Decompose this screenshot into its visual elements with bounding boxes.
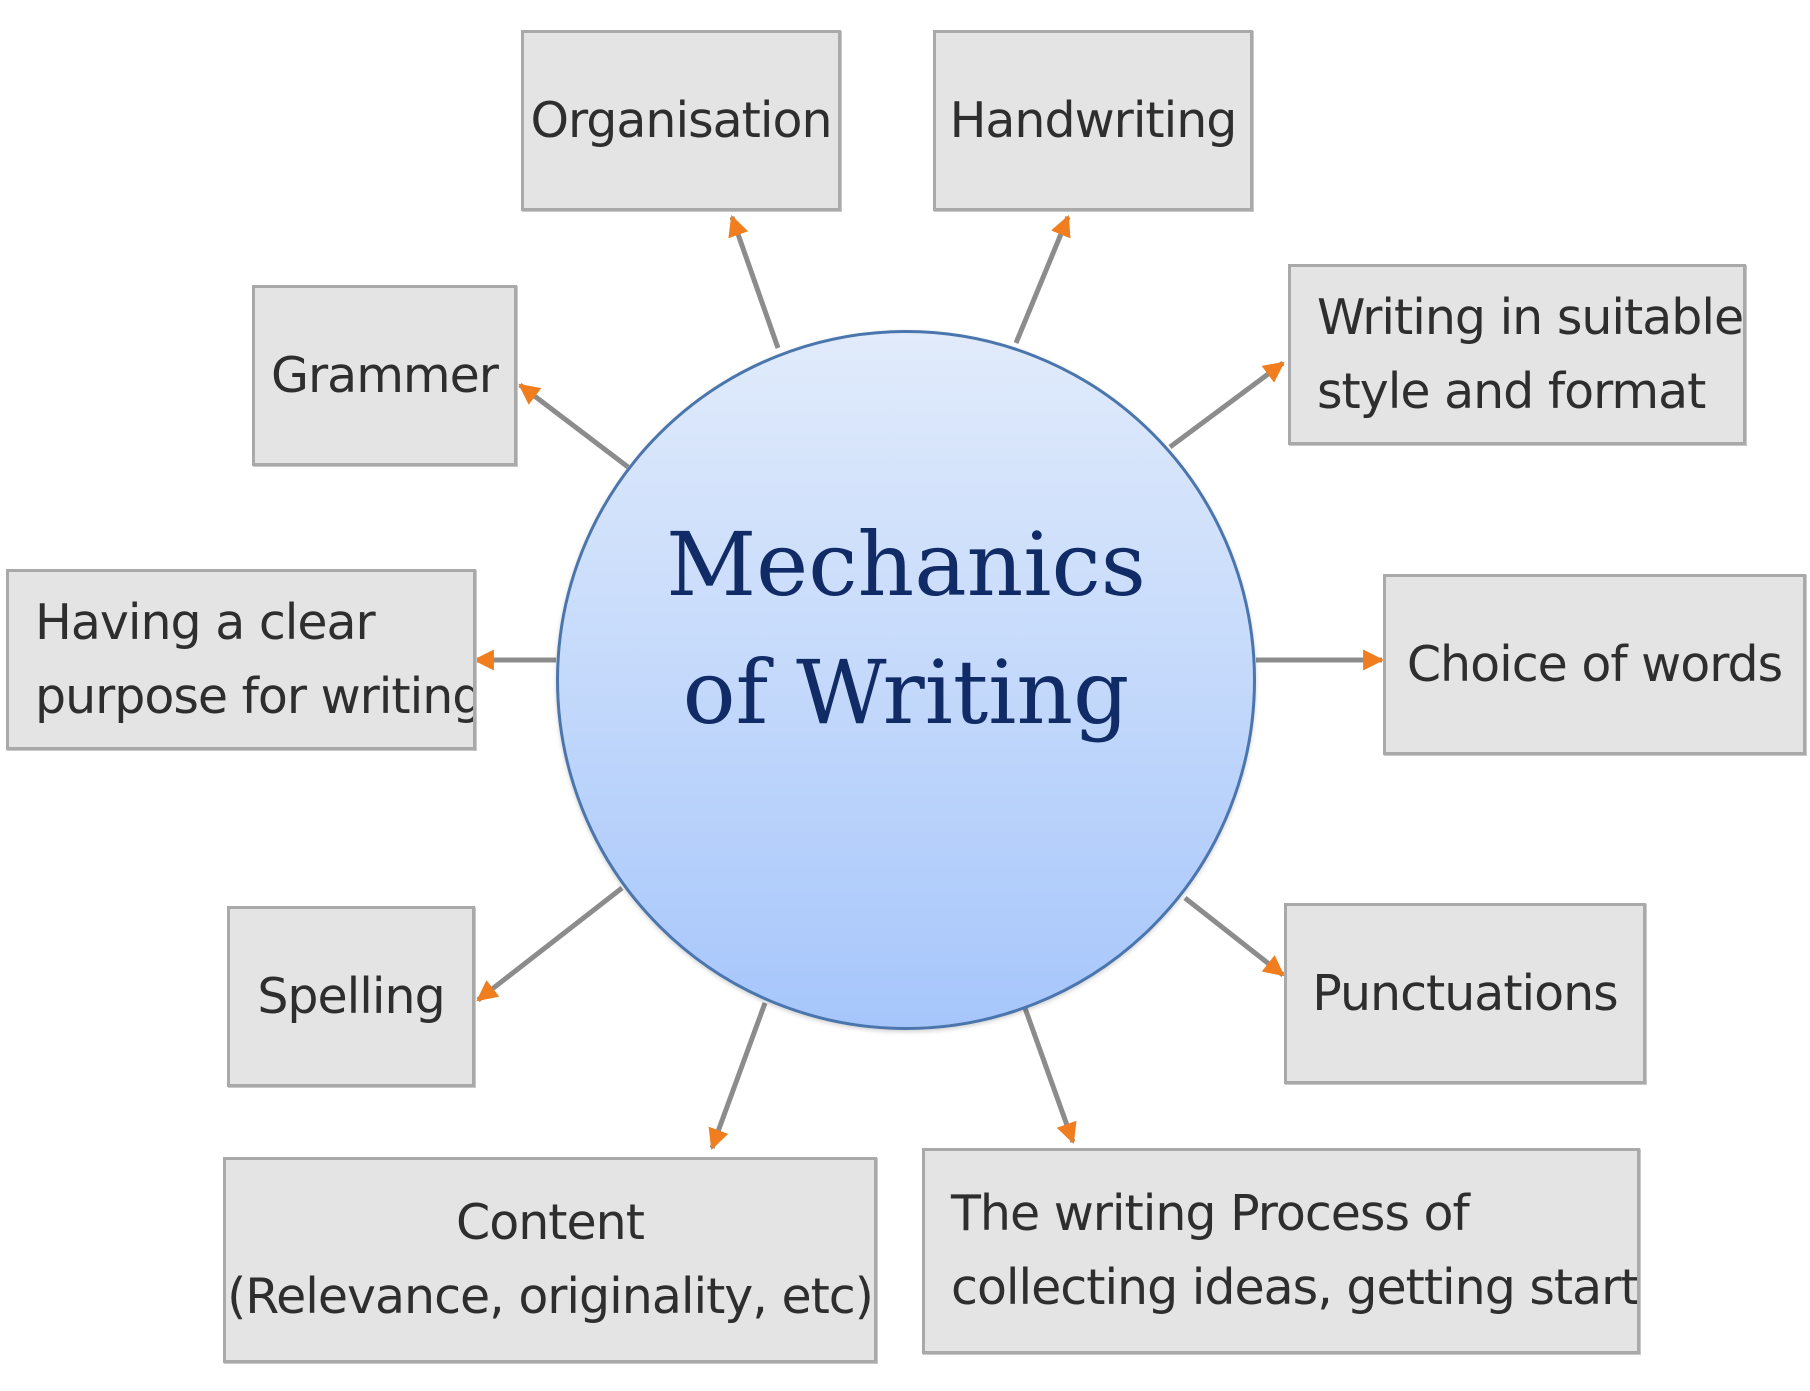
arrow-to-punctuations <box>1183 896 1285 977</box>
central-concept-circle: Mechanics of Writing <box>556 330 1256 1030</box>
arrow-to-writing-process <box>1022 1007 1077 1144</box>
node-content-line-2: (Relevance, originality, etc) <box>227 1268 874 1325</box>
node-clear-purpose-line-2: purpose for writing <box>35 667 476 725</box>
central-concept-line-1: Mechanics <box>666 513 1146 616</box>
node-handwriting-label: Handwriting <box>949 91 1238 149</box>
node-handwriting: Handwriting <box>933 30 1253 211</box>
node-grammar-label: Grammer <box>271 346 499 404</box>
node-spelling: Spelling <box>227 906 475 1087</box>
node-clear-purpose: Having a clear purpose for writing <box>6 569 476 750</box>
node-writing-style-line-1: Writing in suitable <box>1317 288 1744 346</box>
central-concept-title: Mechanics of Writing <box>559 501 1253 757</box>
arrow-to-content <box>708 1002 768 1150</box>
node-clear-purpose-line-1: Having a clear <box>35 593 376 651</box>
node-choice-of-words: Choice of words <box>1383 574 1806 755</box>
arrow-to-grammar <box>518 383 630 469</box>
node-writing-process-line-2: collecting ideas, getting started <box>951 1259 1640 1316</box>
node-writing-process: The writing Process of collecting ideas,… <box>922 1148 1640 1354</box>
node-writing-style-line-2: style and format <box>1317 362 1706 420</box>
node-organisation-label: Organisation <box>530 91 832 149</box>
node-punctuations: Punctuations <box>1284 903 1646 1084</box>
node-choice-of-words-label: Choice of words <box>1406 635 1783 693</box>
node-writing-style: Writing in suitable style and format <box>1288 264 1746 445</box>
arrow-to-writing-style <box>1168 360 1285 450</box>
node-organisation: Organisation <box>521 30 841 211</box>
arrow-to-organisation <box>728 215 781 349</box>
node-content: Content (Relevance, originality, etc) <box>223 1157 877 1363</box>
node-content-line-1: Content <box>456 1194 645 1251</box>
node-grammar: Grammer <box>252 285 517 466</box>
node-punctuations-label: Punctuations <box>1312 964 1618 1022</box>
central-concept-line-2: of Writing <box>682 641 1130 744</box>
node-spelling-label: Spelling <box>257 967 445 1025</box>
arrow-to-handwriting <box>1013 215 1071 344</box>
arrow-to-spelling <box>476 886 624 1002</box>
node-writing-process-line-1: The writing Process of <box>951 1185 1470 1242</box>
